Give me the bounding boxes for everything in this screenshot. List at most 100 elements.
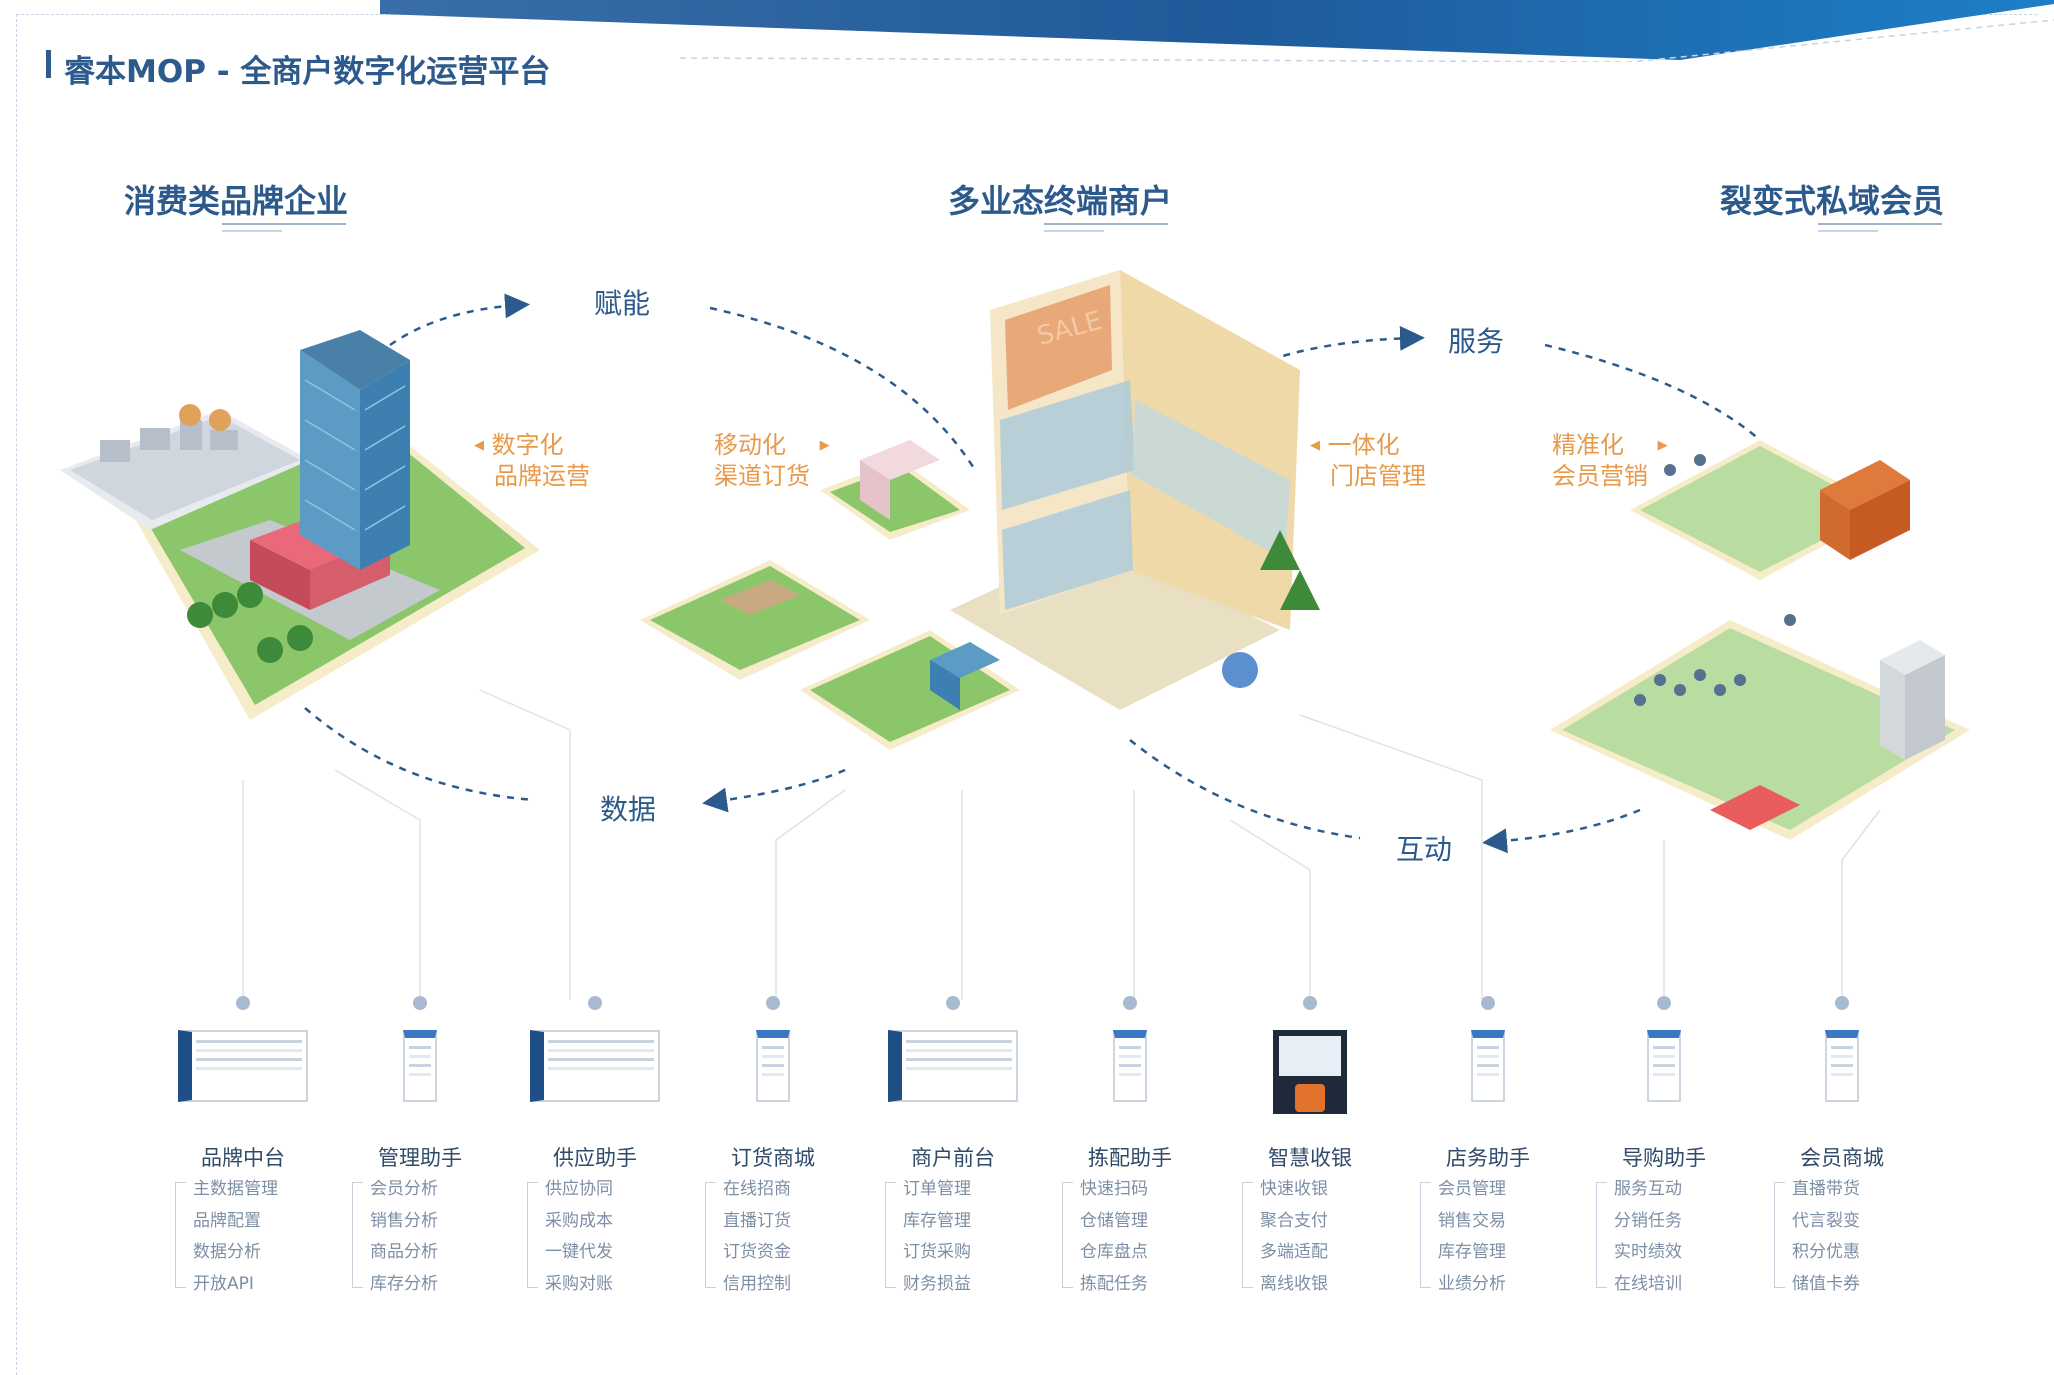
screenshot-line bbox=[1653, 1064, 1675, 1067]
screenshot-line bbox=[1831, 1055, 1853, 1058]
feature-list: 快速扫码仓储管理仓库盘点拣配任务 bbox=[1080, 1174, 1148, 1300]
screenshot-line bbox=[762, 1073, 784, 1076]
feature-item: 积分优惠 bbox=[1792, 1242, 1860, 1262]
annotation-brand-ops-line1: 数字化 bbox=[491, 431, 564, 459]
feature-list: 订单管理库存管理订货采购财务损益 bbox=[903, 1174, 971, 1300]
feature-bracket bbox=[1062, 1182, 1073, 1288]
product-screenshot-icon bbox=[1647, 1030, 1681, 1102]
screenshot-line bbox=[548, 1040, 654, 1043]
annotation-brand-ops-line2: 品牌运营 bbox=[494, 462, 590, 490]
feature-item: 储值卡券 bbox=[1792, 1273, 1860, 1294]
feature-item: 代言裂变 bbox=[1792, 1210, 1860, 1231]
feature-bracket bbox=[1242, 1182, 1253, 1288]
feature-item: 会员管理 bbox=[1438, 1179, 1506, 1199]
connector-dot bbox=[1657, 996, 1671, 1010]
product-column: 拣配助手 bbox=[1040, 996, 1220, 1172]
product-column: 导购助手 bbox=[1574, 996, 1754, 1172]
screenshot-line bbox=[762, 1055, 784, 1058]
product-name: 商户前台 bbox=[911, 1146, 995, 1170]
product-screenshot-icon bbox=[530, 1030, 660, 1102]
annotation-brand-ops: ◀ 数字化 品牌运营 bbox=[474, 430, 590, 491]
screenshot-line bbox=[906, 1058, 1012, 1061]
screenshot-line bbox=[548, 1067, 654, 1070]
flow-label-empower: 赋能 bbox=[594, 287, 651, 320]
product-column: 供应助手 bbox=[505, 996, 685, 1172]
feature-list: 服务互动分销任务实时绩效在线培训 bbox=[1614, 1174, 1682, 1300]
feature-list: 供应协同采购成本一键代发采购对账 bbox=[545, 1174, 613, 1300]
feature-item: 业绩分析 bbox=[1438, 1273, 1506, 1294]
product-name: 智慧收银 bbox=[1268, 1146, 1352, 1170]
screenshot-line bbox=[196, 1067, 302, 1070]
right-arrow-icon: ▶ bbox=[819, 438, 830, 453]
left-arrow-icon: ◀ bbox=[1310, 438, 1320, 453]
product-screenshot-icon bbox=[756, 1030, 790, 1102]
feature-item: 库存管理 bbox=[903, 1210, 971, 1231]
screenshot-line bbox=[1653, 1046, 1675, 1049]
section-underline-member bbox=[1818, 223, 1942, 225]
product-column: 管理助手 bbox=[330, 996, 510, 1172]
product-screenshot-icon bbox=[178, 1030, 308, 1102]
connector-dot bbox=[766, 996, 780, 1010]
feature-item: 在线招商 bbox=[723, 1179, 791, 1199]
product-name: 管理助手 bbox=[378, 1146, 462, 1170]
screenshot-line bbox=[1119, 1073, 1141, 1076]
screenshot-line bbox=[1119, 1055, 1141, 1058]
feature-bracket bbox=[1420, 1182, 1431, 1288]
feature-item: 主数据管理 bbox=[193, 1179, 278, 1199]
screenshot-line bbox=[1831, 1046, 1853, 1049]
connector-dot bbox=[1123, 996, 1137, 1010]
screenshot-line bbox=[1831, 1073, 1853, 1076]
annotation-store-mgmt: ◀ 一体化 门店管理 bbox=[1310, 430, 1426, 491]
flow-label-data: 数据 bbox=[600, 793, 657, 826]
feature-item: 订货资金 bbox=[723, 1242, 791, 1262]
screenshot-line bbox=[1119, 1064, 1141, 1067]
feature-item: 品牌配置 bbox=[193, 1210, 261, 1231]
feature-list: 会员分析销售分析商品分析库存分析 bbox=[370, 1174, 438, 1300]
feature-item: 仓储管理 bbox=[1080, 1210, 1148, 1231]
screenshot-line bbox=[1653, 1055, 1675, 1058]
screenshot-line bbox=[1477, 1046, 1499, 1049]
screenshot-line bbox=[762, 1046, 784, 1049]
feature-bracket bbox=[527, 1182, 538, 1288]
screenshot-line bbox=[409, 1046, 431, 1049]
annotation-member-mkt-line1: 精准化 bbox=[1552, 431, 1624, 459]
feature-list: 快速收银聚合支付多端适配离线收银 bbox=[1260, 1174, 1328, 1300]
feature-item: 一键代发 bbox=[545, 1242, 613, 1262]
feature-list: 主数据管理品牌配置数据分析开放API bbox=[193, 1174, 278, 1300]
feature-item: 直播订货 bbox=[723, 1210, 791, 1231]
feature-list: 在线招商直播订货订货资金信用控制 bbox=[723, 1174, 791, 1300]
product-column: 商户前台 bbox=[863, 996, 1043, 1172]
connector-dot bbox=[1303, 996, 1317, 1010]
product-name: 供应助手 bbox=[553, 1146, 637, 1170]
screenshot-line bbox=[1831, 1064, 1853, 1067]
feature-item: 直播带货 bbox=[1792, 1179, 1860, 1199]
pos-screen-icon bbox=[1279, 1036, 1341, 1076]
screenshot-line bbox=[548, 1058, 654, 1061]
product-name: 品牌中台 bbox=[201, 1146, 285, 1170]
section-underline-merchant bbox=[1044, 223, 1168, 225]
feature-item: 采购成本 bbox=[545, 1210, 613, 1231]
feature-item: 在线培训 bbox=[1614, 1273, 1682, 1294]
connector-dot bbox=[588, 996, 602, 1010]
annotation-store-mgmt-line2: 门店管理 bbox=[1330, 462, 1426, 490]
screenshot-line bbox=[548, 1049, 654, 1052]
product-name: 订货商城 bbox=[731, 1146, 815, 1170]
screenshot-line bbox=[196, 1040, 302, 1043]
feature-item: 服务互动 bbox=[1614, 1179, 1682, 1199]
product-name: 会员商城 bbox=[1800, 1146, 1884, 1170]
flow-label-interact: 互动 bbox=[1396, 833, 1453, 866]
header-band bbox=[380, 0, 2054, 62]
screenshot-line bbox=[906, 1067, 1012, 1070]
section-underline-brand-short bbox=[222, 230, 282, 232]
screenshot-line bbox=[762, 1064, 784, 1067]
product-name: 店务助手 bbox=[1446, 1146, 1530, 1170]
feature-item: 财务损益 bbox=[903, 1273, 971, 1294]
feature-item: 拣配任务 bbox=[1080, 1273, 1148, 1294]
product-column: 会员商城 bbox=[1752, 996, 1932, 1172]
screenshot-line bbox=[906, 1040, 1012, 1043]
feature-bracket bbox=[175, 1182, 186, 1288]
section-underline-brand bbox=[222, 223, 346, 225]
member-illustration bbox=[1550, 440, 1970, 840]
feature-item: 多端适配 bbox=[1260, 1242, 1328, 1262]
section-title-member: 裂变式私域会员 bbox=[1720, 182, 1945, 220]
